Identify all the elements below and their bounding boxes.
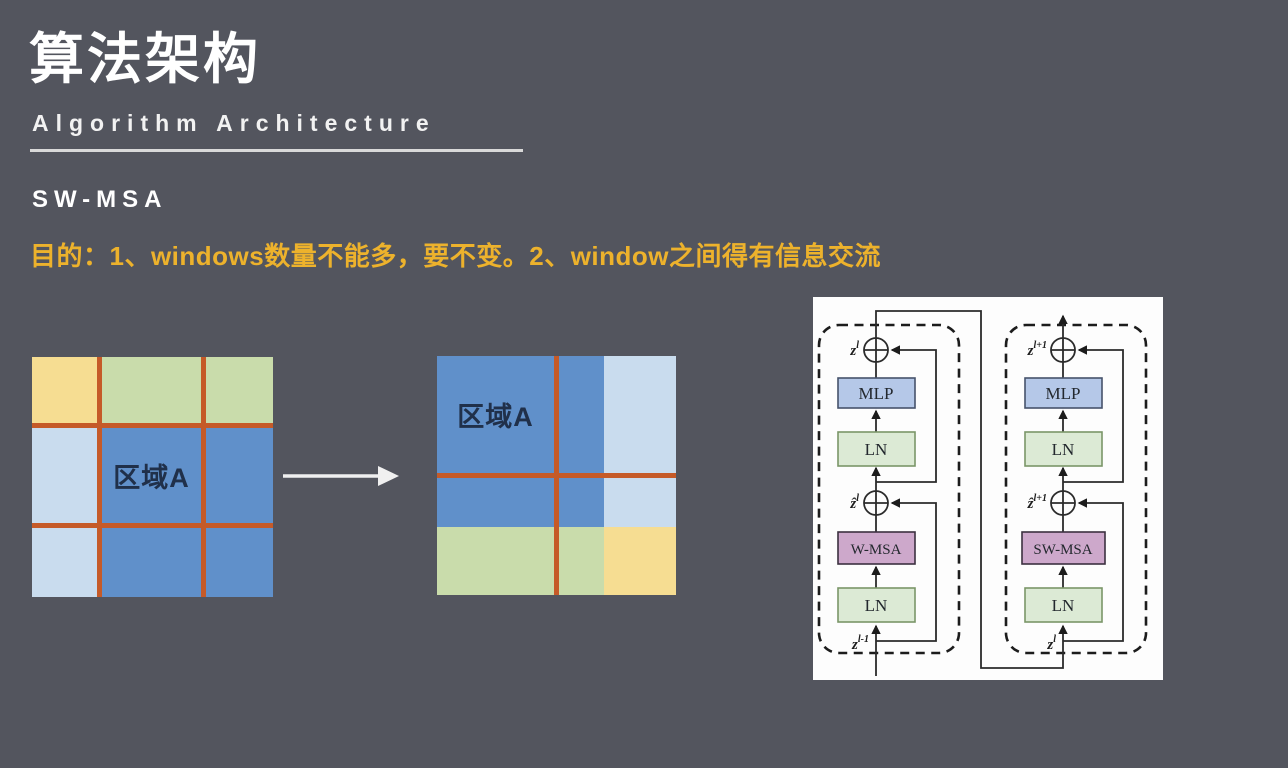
window-partition-line	[32, 423, 273, 428]
right-mlp-label: MLP	[1046, 384, 1081, 403]
left-ln-top-box	[837, 431, 916, 467]
right-residual-wire-1	[1063, 498, 1124, 642]
window-cell	[99, 425, 204, 525]
region-a-label: 区域A	[113, 462, 190, 493]
window-region	[604, 527, 676, 595]
page-subtitle: Algorithm Architecture	[32, 110, 436, 136]
window-region	[437, 356, 604, 527]
right-swmsa-label: SW-MSA	[1033, 542, 1092, 558]
left-output-label: zl	[849, 340, 859, 359]
window-partition-line	[97, 357, 102, 597]
region-a-label: 区域A	[457, 402, 534, 432]
left-ln-bottom-label: LN	[865, 596, 888, 615]
window-partition-line	[201, 357, 206, 597]
left-hidden-label: ẑl	[849, 493, 859, 512]
left-residual-wire-2	[876, 345, 937, 483]
left-mlp-label: MLP	[859, 384, 894, 403]
window-cell	[204, 357, 273, 425]
window-region	[604, 356, 676, 527]
shift-transform-arrow	[283, 466, 399, 486]
right-hidden-label: ẑl+1	[1027, 493, 1047, 512]
window-region	[437, 527, 604, 595]
window-cell	[204, 425, 273, 525]
right-ln-bottom-label: LN	[1052, 596, 1075, 615]
left-block-outline	[817, 323, 961, 655]
right-mlp-box	[1024, 377, 1103, 409]
left-mlp-box	[837, 377, 916, 409]
window-cell	[32, 425, 99, 525]
left-wmsa-label: W-MSA	[851, 542, 902, 558]
right-block-outline	[1004, 323, 1148, 655]
block-connection-wire	[875, 310, 1068, 669]
window-partition-line	[437, 473, 676, 478]
title-underline	[30, 149, 523, 152]
right-swmsa-box	[1021, 531, 1106, 565]
left-residual-wire-1	[876, 498, 937, 642]
page-title: 算法架构	[29, 28, 262, 90]
right-ln-top-label: LN	[1052, 440, 1075, 459]
left-ln-bottom-box	[837, 587, 916, 623]
section-label: SW-MSA	[32, 186, 168, 213]
right-output-label: zl+1	[1027, 340, 1047, 359]
transformer-blocks-figure: MLP LN W-MSA LN zl ẑl zl-1 MLP LN SW-MSA…	[813, 297, 1163, 680]
left-ln-top-label: LN	[865, 440, 888, 459]
window-cell	[32, 357, 99, 425]
window-cell	[32, 525, 99, 597]
purpose-text: 目的：1、windows数量不能多，要不变。2、window之间得有信息交流	[30, 241, 882, 271]
window-grid-after-shift: 区域A	[437, 356, 676, 595]
right-residual-wire-2	[1063, 345, 1124, 483]
window-cell	[99, 357, 204, 425]
window-cell	[204, 525, 273, 597]
right-ln-bottom-box	[1024, 587, 1103, 623]
right-input-label: zl	[1046, 634, 1056, 653]
left-wmsa-box	[837, 531, 916, 565]
left-input-label: zl-1	[851, 634, 869, 653]
window-grid-before-shift: 区域A	[32, 357, 273, 597]
window-partition-line	[32, 523, 273, 528]
right-ln-top-box	[1024, 431, 1103, 467]
transformer-blocks-svg: MLP LN W-MSA LN zl ẑl zl-1 MLP LN SW-MSA…	[817, 310, 1148, 676]
window-cell	[99, 525, 204, 597]
